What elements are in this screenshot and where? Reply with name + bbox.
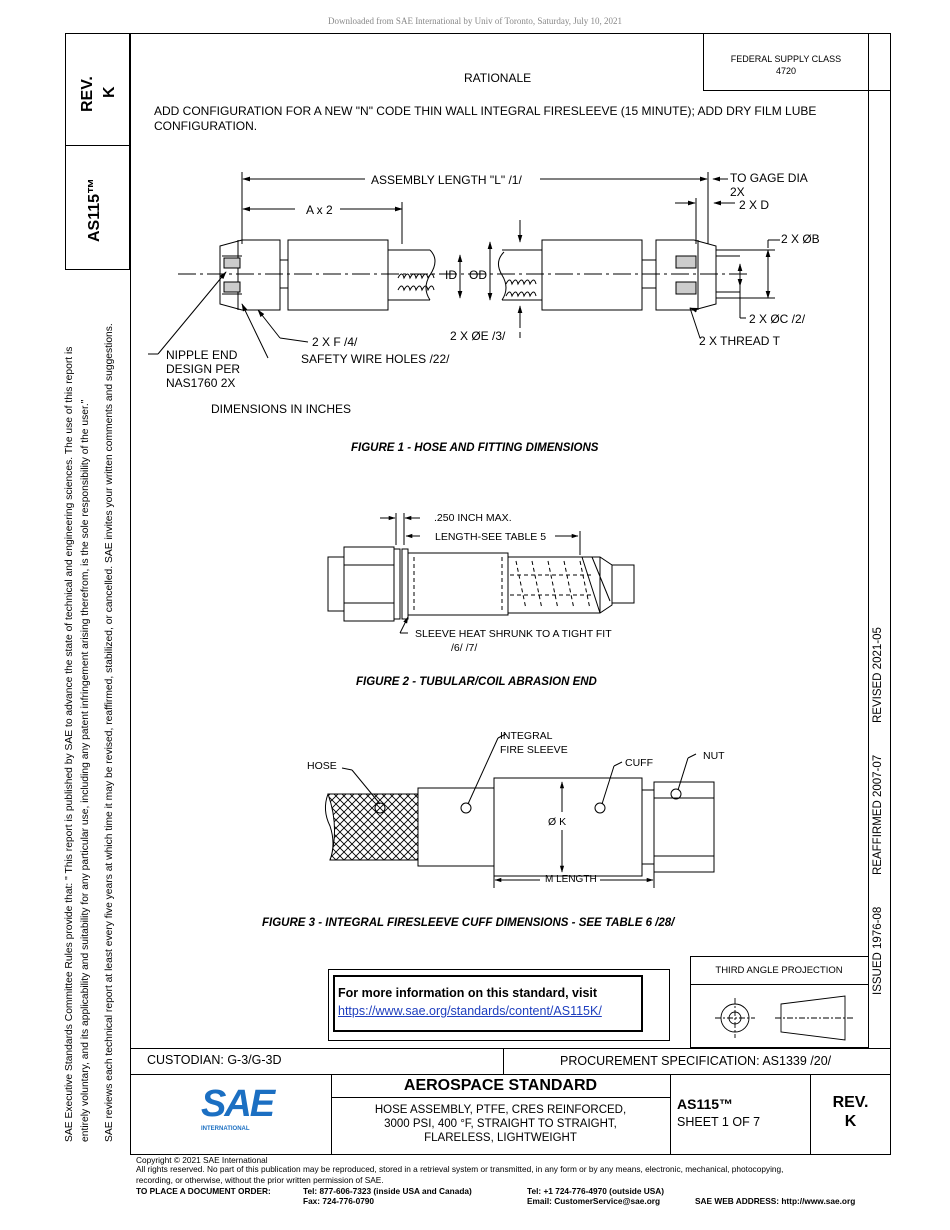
rev-value: K — [844, 1113, 857, 1130]
a-x2-label: A x 2 — [306, 203, 333, 217]
sae-logo: SAE — [201, 1083, 275, 1125]
length-note-label: LENGTH-SEE TABLE 5 — [435, 531, 547, 543]
cuff-label: CUFF — [625, 757, 653, 769]
info-box — [333, 975, 643, 1032]
sleeve-note-label: SLEEVE HEAT SHRUNK TO A TIGHT FIT — [415, 628, 612, 640]
copyright: Copyright © 2021 SAE International — [136, 1155, 268, 1165]
hose-label: HOSE — [307, 760, 337, 772]
procurement-label: PROCUREMENT SPECIFICATION: AS1339 /20/ — [560, 1054, 832, 1068]
info-box-link[interactable]: https://www.sae.org/standards/content/AS… — [338, 1004, 602, 1018]
nipple-end-line2: DESIGN PER — [166, 362, 241, 376]
download-notice: Downloaded from SAE International by Uni… — [327, 16, 623, 26]
email: Email: CustomerService@sae.org — [527, 1196, 661, 1206]
figure1-drawing — [148, 172, 780, 359]
figure3-drawing — [324, 733, 715, 888]
info-box-title: For more information on this standard, v… — [338, 986, 598, 1000]
side-notice-line1: SAE Executive Standards Committee Rules … — [64, 346, 75, 1142]
web-address: SAE WEB ADDRESS: http://www.sae.org — [695, 1196, 856, 1206]
two-x-b-label: 2 X ØB — [781, 232, 820, 246]
figure3-caption: FIGURE 3 - INTEGRAL FIRESLEEVE CUFF DIME… — [262, 917, 675, 929]
info-box-outer — [328, 969, 670, 1041]
two-x-c-label: 2 X ØC /2/ — [749, 312, 806, 326]
nipple-end-line1: NIPPLE END — [166, 348, 238, 362]
safety-wire-label: SAFETY WIRE HOLES /22/ — [301, 352, 450, 366]
desc-line1: HOSE ASSEMBLY, PTFE, CRES REINFORCED, — [374, 1104, 627, 1116]
standard-type: AEROSPACE STANDARD — [403, 1077, 598, 1094]
to-gage-2x-label: 2X — [730, 185, 745, 199]
revised-date: REVISED 2021-05 — [872, 627, 884, 723]
max-note-label: .250 INCH MAX. — [434, 512, 512, 524]
desc-line3: FLARELESS, LIGHTWEIGHT — [424, 1132, 577, 1144]
rationale-text-line2: CONFIGURATION. — [154, 119, 258, 133]
two-x-d-label: 2 X D — [739, 198, 770, 212]
figure1-caption: FIGURE 1 - HOSE AND FITTING DIMENSIONS — [351, 442, 599, 454]
sheet-label: SHEET 1 OF 7 — [677, 1115, 761, 1129]
left-id-box — [65, 33, 130, 270]
m-length-label: M LENGTH — [545, 874, 597, 885]
federal-supply-line2: 4720 — [775, 66, 797, 76]
integral-label: INTEGRAL — [500, 730, 553, 742]
main-frame — [130, 33, 891, 1155]
projection-label: THIRD ANGLE PROJECTION — [715, 965, 843, 976]
fire-sleeve-label: FIRE SLEEVE — [500, 744, 568, 756]
federal-supply-box — [703, 33, 891, 91]
nut-label: NUT — [703, 750, 725, 762]
reaffirmed-date: REAFFIRMED 2007-07 — [872, 754, 884, 875]
sleeve-refs-label: /6/ /7/ — [451, 642, 478, 654]
desc-line2: 3000 PSI, 400 °F, STRAIGHT TO STRAIGHT, — [384, 1118, 617, 1130]
to-gage-dia-label: TO GAGE DIA — [730, 171, 808, 185]
rationale-text-line1: ADD CONFIGURATION FOR A NEW "N" CODE THI… — [154, 104, 817, 118]
doc-number: AS115™ — [677, 1096, 734, 1112]
tel-intl: Tel: +1 724-776-4970 (outside USA) — [527, 1186, 665, 1196]
custodian-label: CUSTODIAN: G-3/G-3D — [147, 1053, 282, 1067]
issued-date: ISSUED 1976-08 — [872, 906, 884, 995]
side-notice-line3: SAE reviews each technical report at lea… — [104, 323, 115, 1142]
rev-label: REV. — [832, 1094, 869, 1111]
rev-label-side: REV. — [79, 76, 96, 112]
order-label: TO PLACE A DOCUMENT ORDER: — [136, 1186, 271, 1196]
dimensions-note: DIMENSIONS IN INCHES — [211, 402, 352, 416]
k-label: Ø K — [548, 816, 567, 828]
side-notice-line2: entirely voluntary, and its applicabilit… — [80, 399, 91, 1142]
figure2-drawing — [327, 513, 635, 634]
two-x-thread-label: 2 X THREAD T — [699, 334, 780, 348]
rev-value-side: K — [101, 86, 118, 98]
rationale-title: RATIONALE — [464, 71, 532, 85]
doc-number-side: AS115™ — [86, 177, 103, 242]
fax: Fax: 724-776-0790 — [303, 1196, 375, 1206]
projection-symbol — [715, 995, 853, 1041]
nipple-end-line3: NAS1760 2X — [166, 376, 236, 390]
federal-supply-line1: FEDERAL SUPPLY CLASS — [730, 54, 842, 64]
sae-logo-sub: INTERNATIONAL — [201, 1126, 250, 1132]
rights-line1: All rights reserved. No part of this pub… — [136, 1164, 784, 1174]
id-label: ID — [445, 268, 457, 282]
figure2-caption: FIGURE 2 - TUBULAR/COIL ABRASION END — [356, 676, 597, 688]
rights-line2: recording, or otherwise, without the pri… — [136, 1175, 384, 1185]
tel-us: Tel: 877-606-7323 (inside USA and Canada… — [303, 1186, 472, 1196]
od-label: OD — [469, 268, 487, 282]
projection-box — [690, 956, 869, 1048]
assembly-length-label: ASSEMBLY LENGTH "L" /1/ — [371, 173, 522, 187]
two-x-f-label: 2 X F /4/ — [312, 335, 358, 349]
two-x-e-label: 2 X ØE /3/ — [450, 329, 506, 343]
